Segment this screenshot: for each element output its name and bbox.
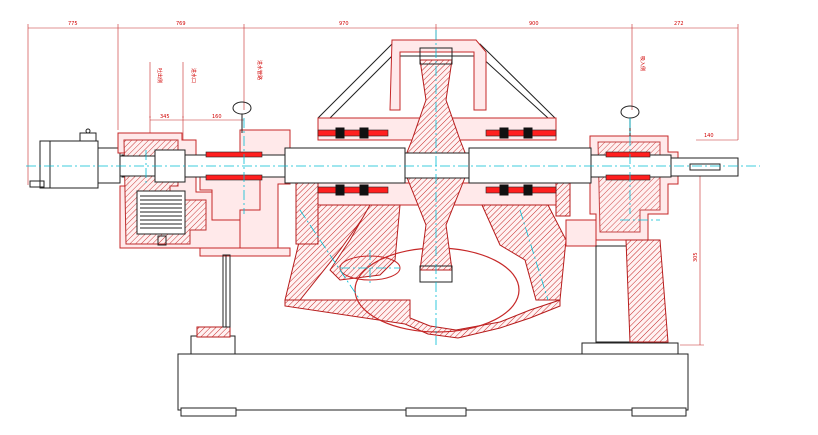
right-dimensions: 140 305 [680,133,738,346]
dim-top-4: 900 [529,21,539,27]
left-lifting-eye [232,101,252,133]
left-support-column [222,254,231,328]
annotation-4: 吸入侧 [639,56,646,71]
dim-right-horizontal: 140 [704,133,714,139]
centerlines [26,30,760,345]
dim-top-5: 272 [674,21,684,27]
dim-inner-2: 160 [212,114,222,120]
dim-top-2: 769 [176,21,186,27]
annotation-2: 进水口 [190,68,197,83]
dim-top-3: 970 [339,21,349,27]
annotation-1: 吐出侧 [156,68,163,83]
dim-inner-1: 345 [160,114,170,120]
base-frame [177,326,689,417]
oil-cooler-fins [140,195,182,229]
left-bearing-housing [117,129,291,257]
seal-rings [335,127,533,196]
vertical-annotations: 吐出侧 进水口 进水管路 吸入侧 [156,56,646,83]
annotation-3: 进水管路 [256,60,263,80]
top-dimension-chain: 775 769 970 900 272 [27,21,739,185]
dim-right-vertical: 305 [693,252,699,262]
bearings [205,129,651,194]
dim-top-1: 775 [68,21,78,27]
